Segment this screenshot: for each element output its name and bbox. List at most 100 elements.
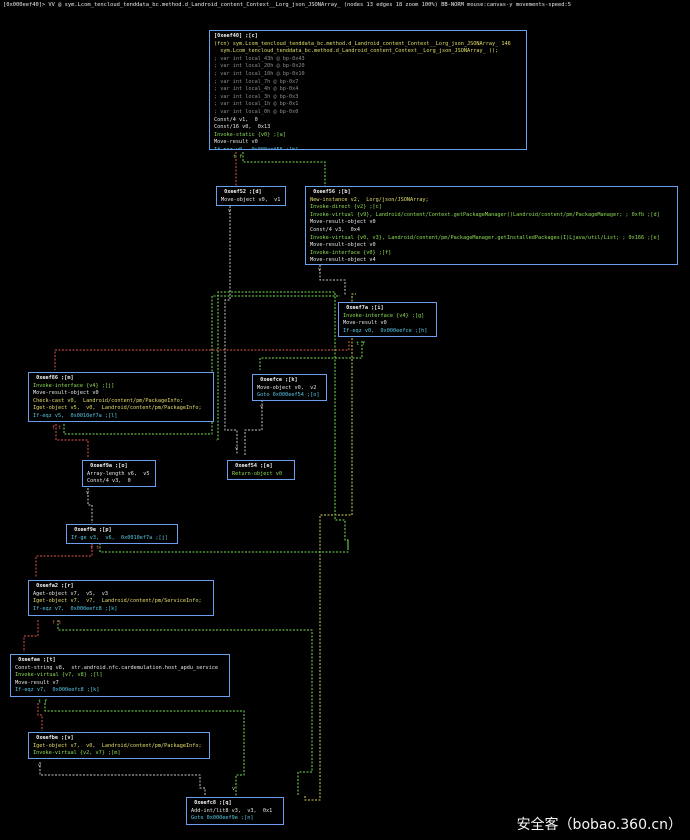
instruction-line: Const/4 v3, 0x4 <box>310 226 360 233</box>
edge-9a-to-9e <box>87 488 93 523</box>
instruction-line: If-eqz v5, 0x0010ef7a ;[l] <box>33 412 118 419</box>
title-bar: [0x000eef40]> VV @ sym.Lcom_tencloud_ten… <box>3 2 571 8</box>
node-0xeef9e[interactable]: 0xeef9e ;[p]If-ge v3, v6, 0x0010ef7a ;[j… <box>66 524 178 544</box>
edge-a2-to-ae <box>23 620 39 652</box>
instruction-line: Iget-object v7, v0, Landroid/content/pm/… <box>33 742 202 749</box>
node-header: 0xeefae ;[t] <box>15 657 56 663</box>
instruction-line: If-eqz v7, 0x000eefc8 ;[k] <box>33 605 118 612</box>
instruction-line: Invoke-virtual {v9}, Landroid/content/Co… <box>310 211 660 218</box>
node-header: 0xeefce ;[k] <box>257 377 298 383</box>
edge-label: v <box>318 267 322 273</box>
instruction-line: Const/16 v0, 0x13 <box>214 124 271 131</box>
instruction-line: Goto 0x000eef54 ;[o] <box>257 392 320 399</box>
node-0xeefae[interactable]: 0xeefae ;[t]Const-string v8, str.android… <box>10 654 230 697</box>
instruction-line: ; var int local_1h @ bp-0x1 <box>214 101 299 108</box>
instruction-line: If-eqz v0, 0x000eefce ;[h] <box>343 327 428 334</box>
node-0xeef7a[interactable]: 0xeef7a ;[i]Invoke-interface {v4} ;[g]Mo… <box>338 302 437 337</box>
instruction-line: Move-result v7 <box>15 679 59 686</box>
instruction-line: Invoke-interface {v4} ;[j] <box>33 382 115 389</box>
node-header: 0xeefa2 ;[r] <box>33 583 74 589</box>
instruction-line: Array-length v6, v5 <box>87 470 150 477</box>
instruction-line: Invoke-static {v0} ;[a] <box>214 131 286 138</box>
instruction-line: ; var int local_43h @ bp-0x43 <box>214 55 305 62</box>
node-0xeef56[interactable]: 0xeef56 ;[b]New-instance v2, Lorg/json/J… <box>305 186 678 265</box>
node-header: 0xeef7a ;[i] <box>343 305 384 311</box>
node-header: 0xeef54 ;[e] <box>232 463 273 469</box>
edge-label: t f <box>356 341 366 347</box>
instruction-line: Check-cast v0, Landroid/content/pm/Packa… <box>33 397 183 404</box>
edge-loop-to-7a <box>304 293 356 801</box>
node-0xeefbe[interactable]: 0xeefbe ;[v]Iget-object v7, v0, Landroid… <box>28 732 210 759</box>
instruction-line: ; var int local_10h @ bp-0x10 <box>214 70 305 77</box>
instruction-line: ; var int local_0h @ bp-0x0 <box>214 108 299 115</box>
instruction-line: sym.Lcom_tencloud_tenddata_bc.method.d_L… <box>214 48 499 55</box>
edge-9e-to-7a <box>216 291 349 548</box>
edge-ae-to-c8 <box>44 703 245 796</box>
edge-9e-to-a2 <box>35 543 93 578</box>
edge-label: f t <box>52 620 62 626</box>
node-0xeef40[interactable]: [0xeef40] ;[c](fcn) sym.Lcom_tencloud_te… <box>209 30 527 150</box>
edge-7a-to-86 <box>54 341 350 370</box>
edge-label: f t <box>52 425 62 431</box>
instruction-line: Const/4 v1, 0 <box>214 116 258 123</box>
edge-label: v <box>228 208 232 214</box>
node-header: 0xeef9a ;[o] <box>87 463 128 469</box>
instruction-line: Invoke-interface {v0} ;[f] <box>310 249 392 256</box>
instruction-line: Invoke-virtual {v7, v8} ;[l] <box>15 672 103 679</box>
edge-label: v <box>232 786 236 792</box>
instruction-line: Move-result-object v0 <box>33 390 99 397</box>
edge-40-to-56 <box>242 152 326 186</box>
watermark-text: 安全客（bobao.360.cn） <box>516 817 682 834</box>
node-0xeef54[interactable]: 0xeef54 ;[e]Return-object v0 <box>227 460 295 480</box>
instruction-line: Const-string v8, str.android.nfc.cardemu… <box>15 664 219 671</box>
edge-a2-to-c8 <box>57 620 313 796</box>
node-header: 0xeefbe ;[v] <box>33 735 74 741</box>
instruction-line: Iget-object v5, v0, Landroid/content/pm/… <box>33 405 202 412</box>
instruction-line: Invoke-virtual {v0, v3}, Landroid/conten… <box>310 234 660 241</box>
instruction-line: Add-int/lit8 v3, v3, 0x1 <box>191 807 273 814</box>
instruction-line: New-instance v2, Lorg/json/JSONArray; <box>310 196 429 203</box>
instruction-line: Move-result-object v0 <box>310 219 376 226</box>
edge-86-to-9a <box>55 424 89 458</box>
edge-label: f t <box>90 545 100 551</box>
instruction-line: ; var int local_20h @ bp-0x20 <box>214 63 305 70</box>
node-0xeef52[interactable]: 0xeef52 ;[d]Move-object v0, v1 <box>216 186 286 206</box>
instruction-line: Invoke-direct {v2} ;[c] <box>310 204 382 211</box>
instruction-line: If-ge v3, v6, 0x0010ef7a ;[j] <box>71 534 168 541</box>
instruction-line: Aget-object v7, v5, v3 <box>33 590 108 597</box>
instruction-line: Move-object v0, v1 <box>221 196 281 203</box>
edge-label: v <box>38 763 42 769</box>
node-0xeef86[interactable]: 0xeef86 ;[m]Invoke-interface {v4} ;[j]Mo… <box>28 372 214 422</box>
edge-7a-to-ce <box>259 341 363 370</box>
node-header: 0xeef52 ;[d] <box>221 189 262 195</box>
edge-56-to-7a <box>319 265 346 296</box>
edge-be-to-c8 <box>39 762 206 796</box>
instruction-line: Invoke-interface {v4} ;[g] <box>343 312 425 319</box>
edge-86-to-7a-back <box>63 295 340 435</box>
edge-ae-to-be <box>37 703 43 731</box>
instruction-line: Return-object v0 <box>232 470 282 477</box>
edge-ce-to-54 <box>244 400 263 455</box>
instruction-line: ; var int local_4h @ bp-0x4 <box>214 86 299 93</box>
node-header: 0xeef86 ;[m] <box>33 375 74 381</box>
instruction-line: Move-object v0, v2 <box>257 384 317 391</box>
instruction-line: ; var int local_7h @ bp-0x7 <box>214 78 299 85</box>
edge-9e-exit <box>99 540 349 553</box>
instruction-line: ; var int local_3h @ bp-0x3 <box>214 93 299 100</box>
instruction-line: Move-result-object v4 <box>310 257 376 264</box>
instruction-line: Invoke-virtual {v2, v7} ;[m] <box>33 750 121 757</box>
node-header: 0xeef9e ;[p] <box>71 527 112 533</box>
instruction-line: Move-result v0 <box>214 139 258 146</box>
instruction-line: If-eqz v7, 0x000eefc8 ;[k] <box>15 687 100 694</box>
edge-label: v <box>235 446 239 452</box>
edge-label: v <box>260 404 264 410</box>
instruction-line: (fcn) sym.Lcom_tencloud_tenddata_bc.meth… <box>214 40 511 47</box>
edge-label: t f <box>233 154 243 160</box>
instruction-line: If-nez v0, 0x000eef56 ;[b] <box>214 146 299 150</box>
instruction-line: Iget-object v7, v7, Landroid/content/pm/… <box>33 598 202 605</box>
